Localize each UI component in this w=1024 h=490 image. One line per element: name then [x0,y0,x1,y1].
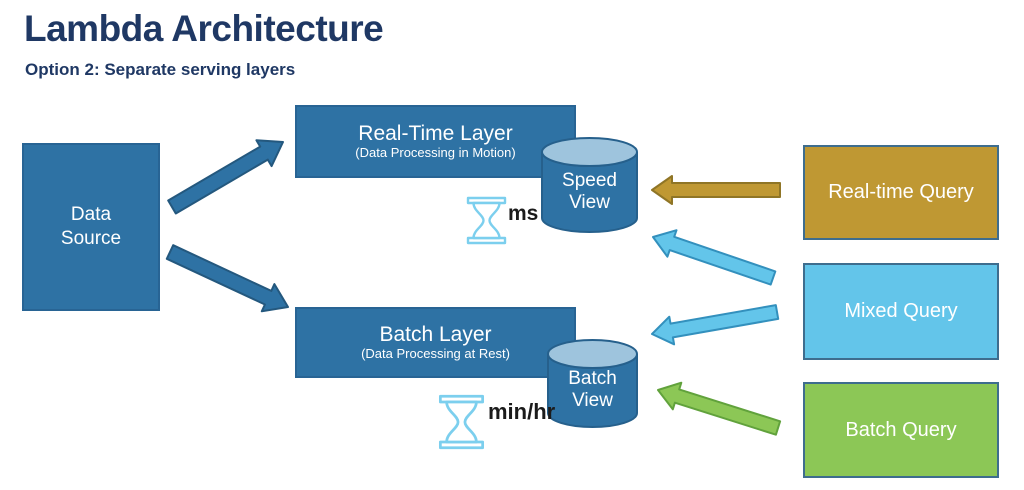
page-title: Lambda Architecture [24,8,384,49]
realtime-query-node: Real-time Query [803,145,999,240]
arrow-datasource-to-realtime [167,139,284,215]
batch-layer-subtitle: (Data Processing at Rest) [361,345,510,361]
batch-hourglass-icon [438,394,485,450]
batch-layer-title: Batch Layer [379,322,492,346]
page-subtitle: Option 2: Separate serving layers [25,60,296,79]
batch-latency-label: min/hr [488,399,556,424]
arrow-mixedquery-to-batchview [651,304,780,346]
batch-query-label: Batch Query [845,418,957,441]
arrow-realtimequery-to-speedview [651,175,781,205]
batch-layer-node: Batch Layer (Data Processing at Rest) [295,307,576,378]
mixed-query-node: Mixed Query [803,263,999,360]
realtime-query-label: Real-time Query [828,181,974,203]
realtime-layer-node: Real-Time Layer (Data Processing in Moti… [295,105,576,178]
arrow-mixedquery-to-speedview [652,229,777,286]
speed-latency-label: ms [508,202,539,225]
mixed-query-label: Mixed Query [844,300,958,322]
batch-query-node: Batch Query [803,382,999,478]
batch-view-label: Batch View [568,368,617,411]
realtime-layer-title: Real-Time Layer [358,121,513,145]
data-source-label: Data Source [60,204,122,249]
arrow-batchquery-to-batchview [657,381,782,436]
realtime-layer-subtitle: (Data Processing in Motion) [355,144,516,160]
speed-hourglass-icon [466,196,507,245]
speed-view-label: Speed View [562,170,617,213]
data-source-node: Data Source [22,143,160,311]
arrow-datasource-to-batch [165,244,289,313]
